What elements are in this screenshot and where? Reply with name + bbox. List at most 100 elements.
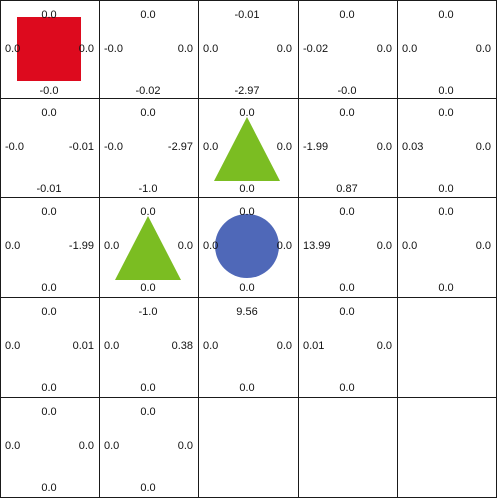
blue-circle-piece[interactable]: [215, 214, 279, 278]
grid-line-vertical: [397, 0, 398, 498]
cell-value-bottom: 0.0: [239, 183, 255, 195]
grid-line-vertical: [198, 0, 199, 498]
grid-line-horizontal: [0, 397, 497, 398]
cell-value-right: 0.0: [376, 141, 392, 153]
cell-value-right: 0.01: [72, 340, 94, 352]
cell-value-bottom: 0.0: [239, 382, 255, 394]
cell-value-top: 0.0: [41, 406, 57, 418]
cell-value-left: 0.0: [203, 340, 219, 352]
cell-value-right: 0.0: [276, 141, 292, 153]
cell-value-right: 0.0: [276, 43, 292, 55]
grid-cell[interactable]: 0.0 0.0 0.0 0.0: [198, 98, 297, 197]
cell-value-top: 0.0: [41, 9, 57, 21]
cell-value-bottom: 0.0: [438, 183, 454, 195]
cell-value-bottom: -1.0: [138, 183, 158, 195]
cell-value-right: -0.01: [68, 141, 94, 153]
grid-cell[interactable]: 0.0 0.0 0.01 0.0: [0, 297, 99, 396]
red-square-piece[interactable]: [17, 17, 81, 81]
cell-value-right: 0.38: [171, 340, 193, 352]
green-triangle-piece[interactable]: [115, 216, 181, 280]
cell-value-bottom: 0.0: [41, 382, 57, 394]
grid-cell[interactable]: 0.0 0.0 0.0 0.0: [99, 397, 198, 496]
grid-cell[interactable]: 0.0-0.0-2.97-1.0: [99, 98, 198, 197]
cell-value-top: -1.0: [138, 306, 158, 318]
cell-value-left: 0.0: [402, 240, 418, 252]
cell-value-bottom: 0.0: [140, 482, 156, 494]
cell-value-right: 0.0: [376, 240, 392, 252]
grid-cell[interactable]: [397, 297, 496, 396]
grid-line-horizontal: [0, 0, 497, 1]
cell-value-bottom: -2.97: [234, 85, 260, 97]
cell-value-bottom: -0.0: [337, 85, 357, 97]
cell-value-right: 0.0: [475, 43, 491, 55]
grid-line-horizontal: [0, 98, 497, 99]
cell-value-top: 0.0: [140, 107, 156, 119]
cell-value-left: 0.0: [5, 440, 21, 452]
grid-cell[interactable]: -0.01 0.0 0.0 -2.97: [198, 0, 297, 99]
grid-cell[interactable]: 0.0-0.0-0.01-0.01: [0, 98, 99, 197]
cell-value-left: -0.0: [104, 43, 123, 55]
cell-value-bottom: 0.0: [140, 282, 156, 294]
cell-value-right: 0.0: [376, 43, 392, 55]
cell-value-bottom: -0.01: [36, 183, 62, 195]
cell-value-bottom: 0.0: [339, 382, 355, 394]
cell-value-left: 0.0: [104, 440, 120, 452]
cell-value-right: 0.0: [177, 440, 193, 452]
cell-value-bottom: 0.0: [339, 282, 355, 294]
cell-value-bottom: 0.87: [336, 183, 358, 195]
cell-value-bottom: -0.02: [135, 85, 161, 97]
cell-value-bottom: 0.0: [438, 85, 454, 97]
cell-value-bottom: -0.0: [39, 85, 59, 97]
cell-value-top: 0.0: [438, 206, 454, 218]
cell-value-top: 0.0: [339, 9, 355, 21]
cell-value-right: 0.0: [78, 43, 94, 55]
grid-cell[interactable]: 0.0 0.0 0.0 0.0: [397, 197, 496, 296]
cell-value-left: 0.0: [5, 43, 21, 55]
grid-cell[interactable]: 0.0 0.0 0.0 -0.0: [0, 0, 99, 99]
cell-value-left: 0.0: [5, 340, 21, 352]
cell-value-left: -0.0: [104, 141, 123, 153]
grid-cell[interactable]: [298, 397, 397, 496]
cell-value-top: 0.0: [239, 107, 255, 119]
cell-value-top: 0.0: [239, 206, 255, 218]
cell-value-left: 0.01: [303, 340, 325, 352]
grid-line-vertical: [0, 0, 1, 498]
green-triangle-piece[interactable]: [214, 117, 280, 181]
cell-value-left: -1.99: [303, 141, 329, 153]
grid-cell[interactable]: 0.0 -1.99 0.0 0.87: [298, 98, 397, 197]
cell-value-top: 0.0: [41, 107, 57, 119]
cell-value-right: 0.0: [276, 240, 292, 252]
cell-value-top: 0.0: [339, 206, 355, 218]
cell-value-top: 0.0: [41, 306, 57, 318]
cell-value-left: 0.0: [203, 43, 219, 55]
cell-value-right: 0.0: [475, 141, 491, 153]
grid-cell[interactable]: [198, 397, 297, 496]
cell-value-bottom: 0.0: [239, 282, 255, 294]
cell-value-top: 0.0: [140, 9, 156, 21]
cell-value-bottom: 0.0: [438, 282, 454, 294]
cell-value-top: 0.0: [140, 406, 156, 418]
cell-value-left: 0.0: [104, 240, 120, 252]
cell-value-top: 9.56: [236, 306, 258, 318]
cell-value-bottom: 0.0: [41, 482, 57, 494]
cell-value-top: -0.01: [234, 9, 260, 21]
cell-value-top: 0.0: [339, 107, 355, 119]
grid-cell[interactable]: [397, 397, 496, 496]
cell-value-left: 0.0: [203, 141, 219, 153]
cell-value-right: 0.0: [475, 240, 491, 252]
grid-line-vertical: [298, 0, 299, 498]
cell-value-top: 0.0: [438, 9, 454, 21]
